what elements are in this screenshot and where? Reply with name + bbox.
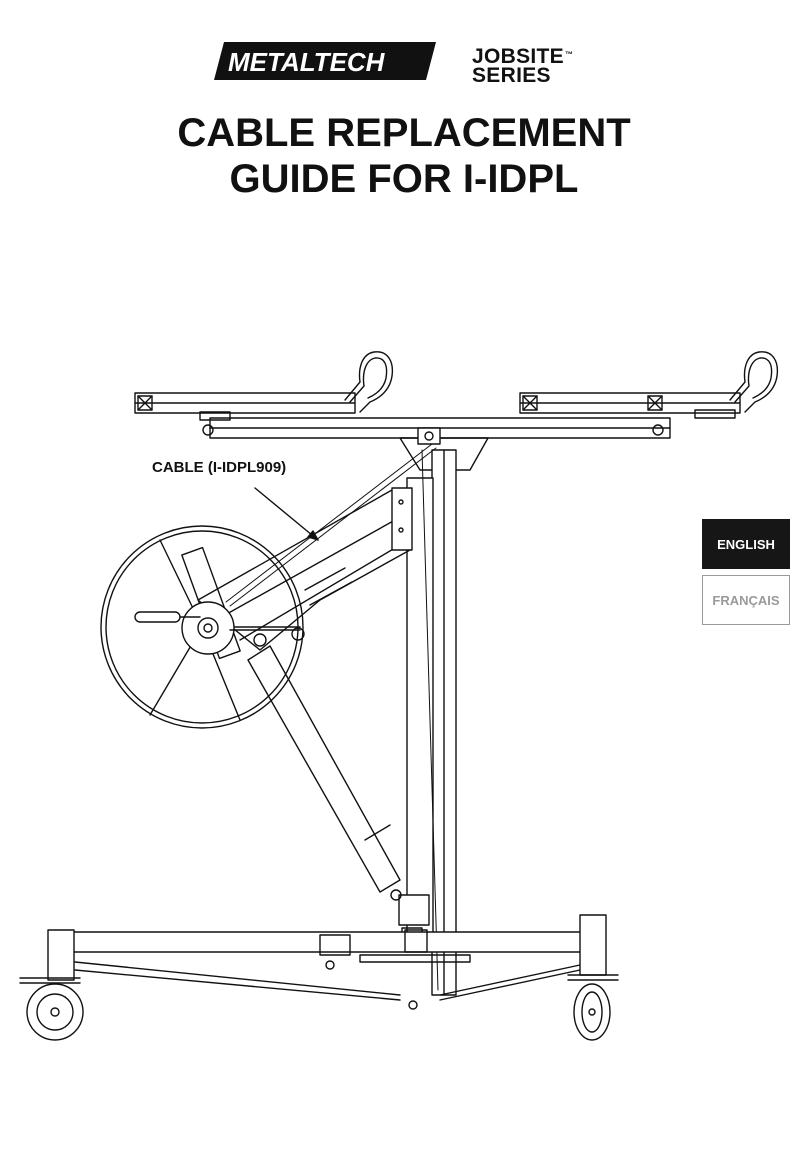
title-line1: CABLE REPLACEMENT [177,111,631,155]
top-cradle [135,352,777,438]
brand-logo-bar: METALTECH [214,42,436,80]
base-frame [60,930,590,1009]
title-line2: GUIDE FOR I-IDPL [229,157,579,201]
tab-english[interactable]: ENGLISH [702,519,790,569]
page-title: CABLE REPLACEMENT GUIDE FOR I-IDPL [0,110,808,202]
series-mark: JOBSITE™ SERIES [472,45,574,87]
caster-right [568,915,618,1040]
cable-label: CABLE (I-IDPL909) [152,459,287,476]
brand-name: METALTECH [228,47,386,77]
cable-leader [255,488,318,540]
series-line1: JOBSITE [472,45,564,68]
mast [399,428,488,995]
winch-wheel [101,526,304,728]
tab-french[interactable]: FRANÇAIS [702,575,790,625]
series-line2: SERIES [472,64,551,87]
drywall-lift-drawing [0,340,808,1060]
diagonal-brace [182,548,401,900]
trademark-symbol: ™ [564,50,574,59]
cable [226,444,436,606]
winch-arm [198,488,412,650]
caster-left [20,930,83,1040]
